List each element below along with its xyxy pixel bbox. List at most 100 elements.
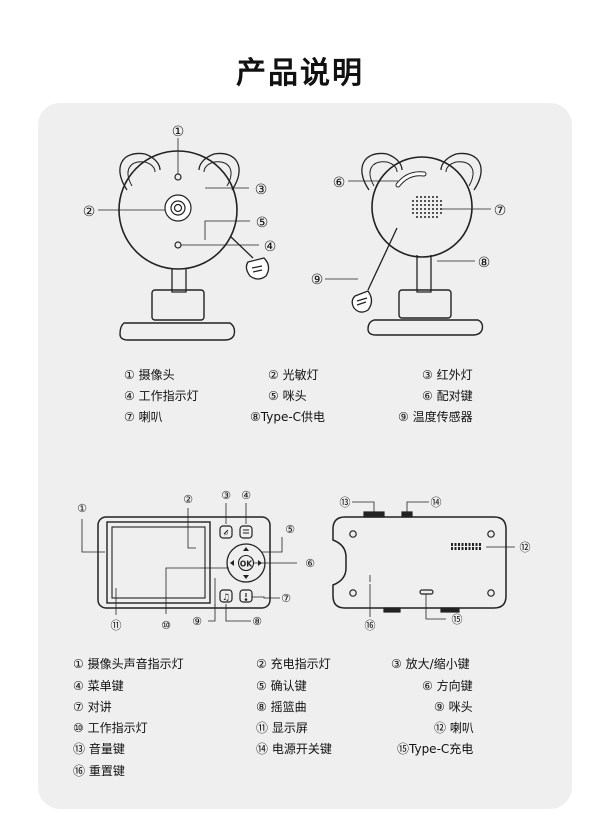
- speaker-slot: [454, 547, 457, 550]
- grille-dot: [436, 200, 438, 202]
- speaker-slot: [465, 547, 467, 550]
- camera-legend-item: ⑤ 咪头: [268, 389, 307, 403]
- camera-legend-item: ⑦ 喇叭: [124, 410, 163, 424]
- menu-button: [239, 525, 253, 539]
- monitor-legend-item: ⑨ 咪头: [434, 700, 473, 714]
- monitor-callout-1: ①: [77, 502, 87, 515]
- grille-dot: [412, 208, 414, 210]
- grille-dot: [432, 200, 434, 202]
- speaker-slot: [451, 547, 453, 550]
- magnifier-icon: ⌕: [224, 529, 228, 538]
- speaker-slot: [468, 547, 471, 550]
- grille-dot: [428, 196, 430, 198]
- grille-dot: [436, 208, 438, 210]
- power-button: [401, 511, 413, 518]
- monitor-legend-item: ⑮Type-C充电: [397, 742, 474, 756]
- monitor-legend-item: ⑪ 显示屏: [256, 721, 308, 735]
- monitor-callout-16: ⑯: [365, 619, 376, 632]
- grille-dot: [420, 212, 422, 214]
- monitor-callout-10: ⑩: [161, 619, 171, 632]
- speaker-slot: [468, 543, 471, 546]
- grille-dot: [436, 196, 438, 198]
- monitor-legend-item: ⑤ 确认键: [256, 679, 307, 693]
- monitor-callout-14: ⑭: [431, 496, 442, 509]
- speaker-slot: [479, 543, 481, 546]
- monitor-back-leaders: [352, 501, 515, 620]
- monitor-front-leaders: [81, 503, 297, 622]
- grille-dot: [424, 208, 426, 210]
- grille-dot: [432, 212, 434, 214]
- camera-front-view: [118, 150, 270, 341]
- monitor-legend-item: ② 充电指示灯: [256, 657, 331, 671]
- callout-1: ①: [172, 124, 185, 140]
- speaker-slot: [461, 543, 464, 546]
- monitor-legend-item: ⑯ 重置键: [73, 764, 125, 778]
- monitor-callout-8: ⑧: [252, 615, 262, 628]
- grille-dot: [440, 204, 442, 206]
- grille-dot: [416, 204, 418, 206]
- work-indicator: [174, 241, 182, 249]
- monitor-callouts: ① ② ③ ④ ⑤ ⑥ ⑦ ⑧ ⑨ ⑩ ⑪ ⑫ ⑬ ⑭ ⑮ ⑯: [77, 489, 530, 632]
- speaker-slot: [458, 543, 460, 546]
- grille-dot: [440, 200, 442, 202]
- lullaby-button: [219, 589, 233, 603]
- grille-dot: [416, 212, 418, 214]
- monitor-legend-item: ⑦ 对讲: [73, 700, 112, 714]
- monitor-callout-3: ③: [221, 489, 231, 502]
- callout-5: ④: [264, 239, 277, 255]
- grille-dot: [428, 208, 430, 210]
- talk-button: [239, 589, 253, 603]
- camera-legend-item: ③ 红外灯: [422, 368, 473, 382]
- grille-dot: [424, 196, 426, 198]
- instructions-panel: [38, 103, 572, 809]
- speaker-slot: [479, 547, 481, 550]
- grille-dot: [436, 204, 438, 206]
- monitor-legend-item: ⑩ 工作指示灯: [73, 721, 148, 735]
- monitor-legend-item: ⑭ 电源开关键: [256, 742, 332, 756]
- monitor-callout-7: ⑦: [281, 592, 291, 605]
- speaker-slot: [475, 543, 478, 546]
- monitor-legend-item: ④ 菜单键: [73, 679, 124, 693]
- monitor-legend-item: ① 摄像头声音指示灯: [73, 657, 184, 671]
- speaker-slot: [475, 547, 478, 550]
- speaker-slot: [472, 543, 474, 546]
- ok-label: OK: [240, 560, 253, 569]
- callout-4: ⑤: [256, 215, 269, 231]
- music-note-icon: ♫: [222, 593, 230, 603]
- camera-back-leaders: [325, 180, 491, 280]
- speaker-grille: [412, 196, 442, 218]
- grille-dot: [428, 216, 430, 218]
- grille-dot: [420, 196, 422, 198]
- monitor-front-view: [97, 516, 271, 609]
- typec-port: [419, 589, 434, 595]
- camera-legend-item: ① 摄像头: [124, 368, 175, 382]
- grille-dot: [412, 212, 414, 214]
- camera-legend-item: ⑥ 配对键: [422, 389, 473, 403]
- page-title: 产品说明: [236, 56, 364, 91]
- speaker-slot: [451, 543, 453, 546]
- grille-dot: [428, 212, 430, 214]
- camera-legend-item: ⑨ 温度传感器: [398, 410, 473, 424]
- grille-dot: [416, 216, 418, 218]
- grille-dot: [420, 208, 422, 210]
- grille-dot: [420, 200, 422, 202]
- speaker-slot: [458, 547, 460, 550]
- monitor-callout-5: ⑤: [285, 523, 295, 536]
- display-screen: [106, 521, 211, 604]
- grille-dot: [424, 200, 426, 202]
- camera-back-view: [351, 152, 484, 336]
- camera-legend-item: ⑧Type-C供电: [250, 410, 326, 424]
- speaker-slot: [461, 547, 464, 550]
- grille-dot: [436, 216, 438, 218]
- callout-9: ⑨: [311, 272, 324, 288]
- camera-lens: [164, 194, 192, 222]
- grille-dot: [420, 216, 422, 218]
- grille-dot: [424, 204, 426, 206]
- monitor-callout-11: ⑪: [111, 619, 122, 632]
- monitor-callout-2: ②: [183, 493, 193, 506]
- grille-dot: [424, 216, 426, 218]
- monitor-callout-6: ⑥: [305, 557, 315, 570]
- volume-button: [363, 511, 385, 518]
- monitor-callout-4: ④: [241, 489, 251, 502]
